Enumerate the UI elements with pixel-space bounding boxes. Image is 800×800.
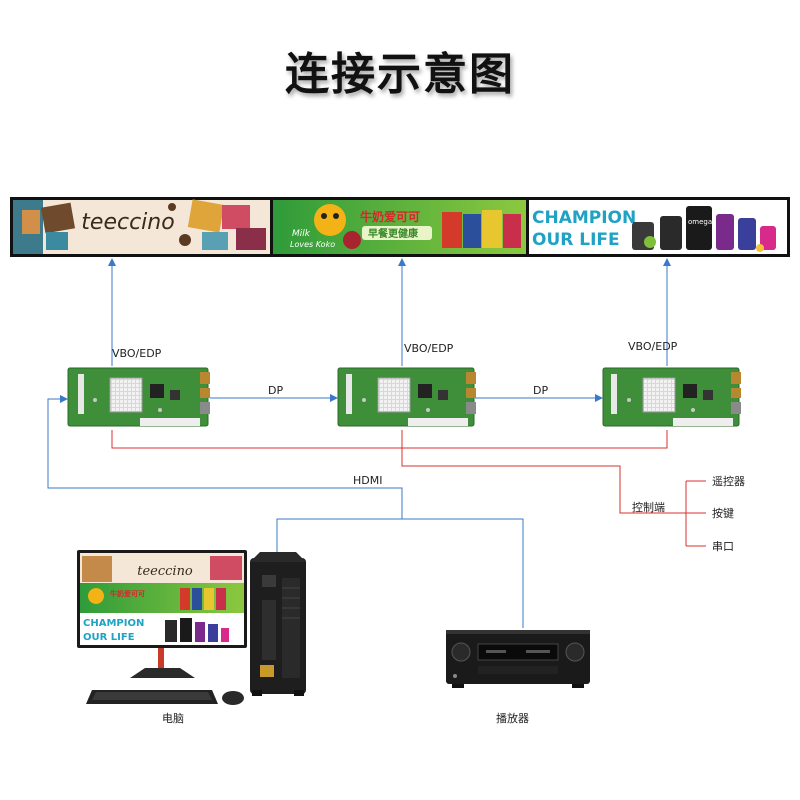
screen2-line1: Milk <box>292 229 311 239</box>
driver-board-3 <box>602 367 741 427</box>
driver-board-1 <box>67 367 210 427</box>
hdmi-label: HDMI <box>353 474 382 487</box>
driver-board-2 <box>337 367 476 427</box>
computer-monitor: teeccino 牛奶爱可可 CHAMPION OUR LIFE <box>77 550 247 678</box>
player-label: 播放器 <box>496 711 529 725</box>
blue-arrowheads <box>60 258 671 403</box>
svg-text:teeccino: teeccino <box>137 564 193 579</box>
blue-wiring <box>47 264 668 628</box>
keyboard <box>86 690 218 704</box>
control-label: 控制端 <box>632 500 665 514</box>
vbo-label-1: VBO/EDP <box>112 347 162 360</box>
screen-1: teeccino <box>13 199 270 254</box>
dp-label-1: DP <box>268 384 283 397</box>
av-player <box>446 630 590 688</box>
svg-text:OUR LIFE: OUR LIFE <box>83 632 135 643</box>
serial-label: 串口 <box>712 540 734 553</box>
pc-tower <box>250 552 306 696</box>
dp-label-2: DP <box>533 384 548 397</box>
computer-label: 电脑 <box>162 712 184 725</box>
svg-text:牛奶爱可可: 牛奶爱可可 <box>110 589 145 598</box>
vbo-label-3: VBO/EDP <box>628 340 678 353</box>
page-title: 连接示意图 <box>285 49 515 100</box>
screen2-slogan1: 牛奶爱可可 <box>360 209 420 224</box>
screen2-slogan2: 早餐更健康 <box>368 227 419 240</box>
svg-text:CHAMPION: CHAMPION <box>83 618 144 629</box>
vbo-label-2: VBO/EDP <box>404 342 454 355</box>
screen3-line2: OUR LIFE <box>532 230 620 250</box>
screen2-line2: Loves Koko <box>290 240 335 249</box>
screen-3: CHAMPION OUR LIFE omega3 <box>529 200 787 254</box>
remote-label: 遥控器 <box>712 474 745 488</box>
screen1-brand: teeccino <box>81 210 174 235</box>
red-wiring <box>111 430 706 547</box>
screen-2: Milk Loves Koko 牛奶爱可可 早餐更健康 <box>273 200 526 254</box>
mouse <box>222 691 244 705</box>
button-label: 按键 <box>712 506 734 520</box>
screen3-line1: CHAMPION <box>532 208 636 228</box>
bar-display: teeccino Milk Loves Koko 牛奶爱可可 早餐更健康 CHA… <box>10 197 790 257</box>
screen3-product: omega3 <box>688 218 717 226</box>
